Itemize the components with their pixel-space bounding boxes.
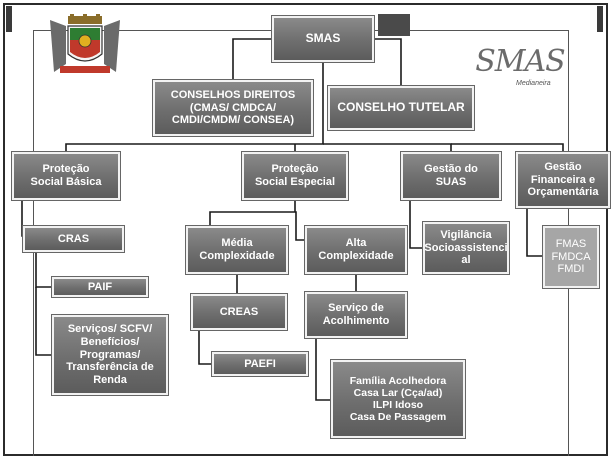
node-gestao-financeira: Gestão Financeira e Orçamentária (515, 151, 611, 209)
node-cras: CRAS (22, 225, 125, 253)
connector-smas-basica (65, 62, 324, 152)
smas-logo: SMAS Medianeira (472, 38, 568, 96)
decor-bar-left (6, 6, 12, 32)
node-smas: SMAS (271, 15, 375, 63)
connector-acolhimento-modalidades (315, 338, 331, 401)
node-fundos: FMAS FMDCA FMDI (542, 225, 600, 289)
decor-block-top (378, 14, 410, 36)
node-media-complexidade: Média Complexidade (185, 225, 289, 275)
connector-smas-gestao_suas (323, 143, 452, 152)
node-servicos: Serviços/ SCFV/ Benefícios/ Programas/ T… (51, 314, 169, 396)
connector-especial-alta (295, 211, 305, 241)
node-paif: PAIF (51, 276, 149, 298)
node-creas: CREAS (190, 293, 288, 331)
connector-cras-servicos (35, 287, 52, 356)
slide-frame (3, 3, 608, 456)
connector-smas-gestao_fin (451, 143, 564, 152)
connector-smas-tutelar (374, 38, 402, 86)
connector-creas-paefi (198, 330, 212, 365)
connector-smas-conselhos (232, 38, 272, 80)
decor-bar-right (597, 6, 603, 32)
node-paefi: PAEFI (211, 351, 309, 377)
connector-especial-media (209, 200, 296, 226)
node-vigilancia: Vigilância Socioassistenci al (422, 221, 510, 275)
connector-gestao_fin-fundos (526, 208, 543, 257)
connector-cras-paif (35, 252, 52, 288)
node-servico-acolhimento: Serviço de Acolhimento (304, 291, 408, 339)
node-gestao-suas: Gestão do SUAS (400, 151, 502, 201)
node-protecao-basica: Proteção Social Básica (11, 151, 121, 201)
smas-logo-text: SMAS (475, 44, 566, 79)
connector-basica-cras (21, 200, 23, 237)
connector-gestao_suas-vigilancia (409, 200, 423, 249)
node-protecao-especial: Proteção Social Especial (241, 151, 349, 201)
node-modalidades-acolhimento: Família Acolhedora Casa Lar (Cça/ad) ILP… (330, 359, 466, 439)
municipal-crest-icon (50, 14, 120, 73)
smas-logo-subtitle: Medianeira (516, 80, 551, 87)
node-alta-complexidade: Alta Complexidade (304, 225, 408, 275)
node-conselho-tutelar: CONSELHO TUTELAR (327, 85, 475, 131)
node-conselhos-direitos: CONSELHOS DIREITOS (CMAS/ CMDCA/ CMDI/CM… (152, 79, 314, 137)
